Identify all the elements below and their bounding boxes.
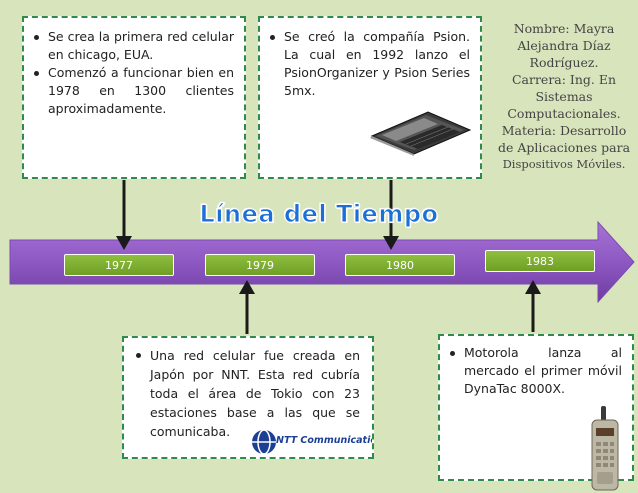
connector-1983 xyxy=(525,280,541,332)
connector-1979 xyxy=(239,280,255,334)
event-1983-bullet-1: Motorola lanza al mercado el primer móvi… xyxy=(444,344,622,398)
author-career-2: Sistemas xyxy=(535,89,593,104)
event-1977-bullet-2: Comenzó a funcionar bien en 1978 en 1300… xyxy=(28,64,234,118)
event-1979-bullet-1: Una red celular fue creada en Japón por … xyxy=(130,346,360,441)
connector-1977 xyxy=(116,180,132,250)
event-box-1980: Se creó la compañía Psion. La cual en 19… xyxy=(258,16,482,179)
event-1980-bullet-1: Se creó la compañía Psion. La cual en 19… xyxy=(264,28,470,100)
year-label-1977: 1977 xyxy=(64,254,174,276)
year-label-1983: 1983 xyxy=(485,250,595,272)
dynatac-phone-icon xyxy=(591,406,619,491)
event-1977-bullet-1: Se crea la primera red celular en chicag… xyxy=(28,28,234,64)
ntt-logo-icon: NTT Communication xyxy=(250,422,374,462)
author-subject-3: Dispositivos Móviles. xyxy=(502,157,626,171)
event-box-1977: Se crea la primera red celular en chicag… xyxy=(22,16,246,179)
author-name-2: Alejandra Díaz xyxy=(517,38,611,53)
author-subject: Materia: Desarrollo xyxy=(501,123,627,138)
author-career-3: Computacionales. xyxy=(507,106,621,121)
connector-1980 xyxy=(383,180,399,250)
psion-device-icon xyxy=(370,111,472,156)
author-subject-2: de Aplicaciones para xyxy=(497,140,631,155)
author-name-3: Rodríguez. xyxy=(529,55,599,70)
timeline-arrow xyxy=(9,220,635,304)
author-name: Nombre: Mayra xyxy=(513,21,615,36)
event-box-1979: Una red celular fue creada en Japón por … xyxy=(122,336,374,459)
page-title: Línea del Tiempo xyxy=(199,200,439,229)
year-label-1980: 1980 xyxy=(345,254,455,276)
year-label-1979: 1979 xyxy=(205,254,315,276)
ntt-logo-text: NTT Communication xyxy=(276,435,372,446)
author-career: Carrera: Ing. En xyxy=(511,72,617,87)
author-info: Nombre: Mayra Alejandra Díaz Rodríguez. … xyxy=(494,20,634,173)
